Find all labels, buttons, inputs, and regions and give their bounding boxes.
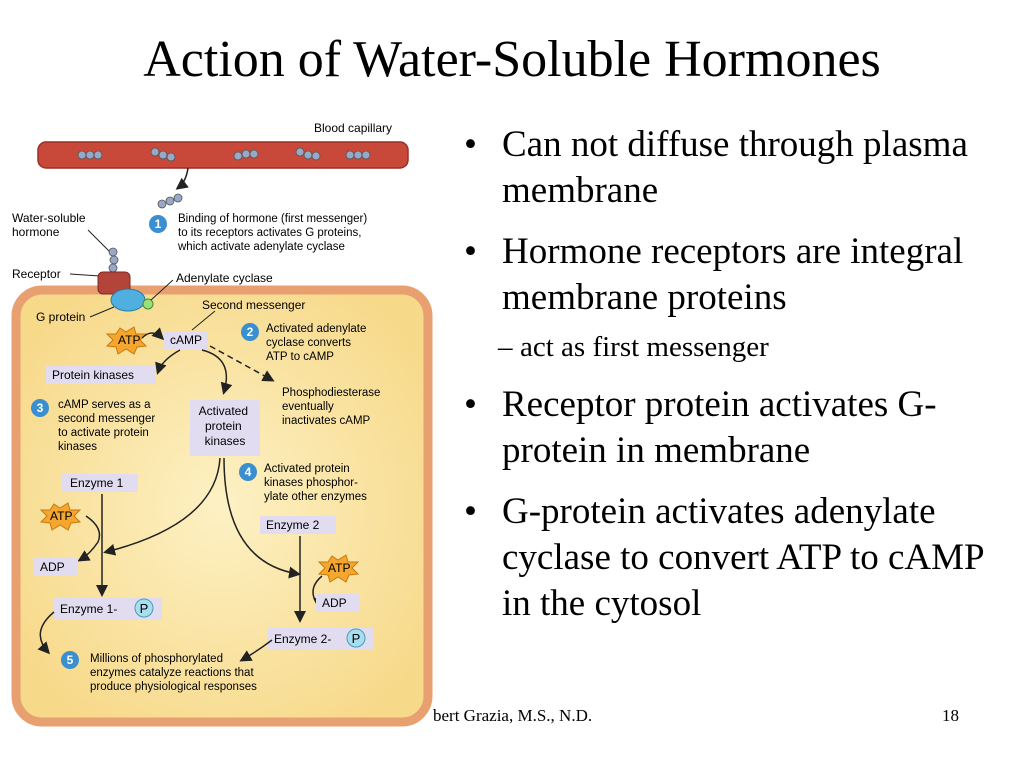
enzyme-1-p-label: Enzyme 1- (60, 602, 117, 616)
adenylate-cyclase-shape (142, 298, 154, 310)
camp-to-activated-arrow (201, 349, 233, 395)
step-4-number: 4 (245, 465, 252, 479)
atp-label-2: ATP (50, 509, 72, 523)
atp-label-3: ATP (328, 561, 350, 575)
phosphate-label-2: P (352, 631, 361, 646)
footer-author: bert Grazia, M.S., N.D. (433, 706, 593, 725)
adenylate-cyclase-label: Adenylate cyclase (176, 271, 273, 285)
second-messenger-label: Second messenger (202, 298, 305, 312)
enzyme-2-label: Enzyme 2 (266, 518, 320, 532)
bullet-item: Receptor protein activates G-protein in … (458, 382, 1018, 474)
activated-kinases-box (190, 400, 260, 456)
receptor-label: Receptor (12, 267, 61, 281)
adp-box-2 (316, 594, 360, 612)
protein-kinases-box (46, 366, 156, 384)
step-1-number: 1 (155, 217, 162, 231)
protein-kinases-label: Protein kinases (52, 368, 134, 382)
step-2-badge (241, 323, 259, 341)
hormone-path-arrow (175, 167, 189, 190)
hormone-action-diagram: Blood capillary 1 Binding of hormone (fi… (11, 121, 433, 727)
atp-burst-2 (39, 502, 82, 531)
enzyme1-to-response-arrow (37, 611, 55, 655)
step-2-text: Activated adenylate cyclase converts ATP… (266, 323, 370, 363)
sub-bullet-item: act as first messenger (458, 330, 1018, 364)
enzyme-1-label: Enzyme 1 (70, 476, 124, 490)
step-5-badge (61, 651, 79, 669)
atp-to-camp-arrow (141, 327, 165, 341)
second-messenger-pointer (191, 310, 216, 331)
phosphate-circle-2 (346, 628, 366, 648)
hormone-pointer-line (87, 229, 111, 253)
adp-box-1 (34, 558, 78, 576)
camp-to-kinases-arrow (155, 349, 181, 375)
enzyme2-to-response-arrow (239, 639, 273, 662)
receptor-pointer-line (69, 273, 101, 277)
camp-label: cAMP (170, 333, 202, 347)
step-3-badge (31, 399, 49, 417)
adp-label-2: ADP (322, 596, 347, 610)
slide-number: 18 (942, 706, 959, 725)
step-3-number: 3 (37, 401, 44, 415)
atp-burst-1 (105, 326, 148, 355)
phosphodiesterase-text: Phosphodiesterase eventually inactivates… (282, 387, 384, 427)
atp-label-1: ATP (118, 333, 140, 347)
bullet-list: Can not diffuse through plasma membrane … (458, 122, 1018, 642)
adp-label-1: ADP (40, 560, 65, 574)
step-2-number: 2 (247, 325, 254, 339)
step-4-text: Activated protein kinases phosphor- ylat… (264, 463, 367, 503)
g-protein-label: G protein (36, 310, 85, 324)
phosphate-label-1: P (140, 601, 149, 616)
bound-hormone (108, 247, 119, 273)
hormone-molecules-in-capillary (77, 147, 371, 162)
enzyme-2-box (260, 516, 336, 534)
enzyme-1-p-box (54, 598, 162, 620)
step-3-text: cAMP serves as a second messenger to act… (58, 399, 158, 453)
activated-kinases-label: Activated protein kinases (199, 404, 252, 448)
g-protein-shape (110, 288, 146, 312)
free-hormone-molecule (157, 193, 183, 209)
blood-capillary-label: Blood capillary (314, 121, 392, 135)
bullet-item: Hormone receptors are integral membrane … (458, 229, 1018, 321)
step-5-text: Millions of phosphorylated enzymes catal… (90, 653, 257, 693)
atp-burst-3 (317, 554, 360, 583)
bullet-item: G-protein activates adenylate cyclase to… (458, 489, 1018, 627)
camp-box (164, 331, 208, 349)
step-5-number: 5 (67, 653, 74, 667)
g-protein-pointer (89, 306, 115, 318)
bullet-item: Can not diffuse through plasma membrane (458, 122, 1018, 214)
step-1-text: Binding of hormone (first messenger) to … (177, 213, 370, 253)
kinases-to-enzyme1-arrow (103, 457, 221, 556)
enzyme-2-p-label: Enzyme 2- (274, 632, 331, 646)
phosphodiesterase-arrow (209, 345, 275, 382)
step-1-badge (149, 215, 167, 233)
water-soluble-hormone-label: Water-soluble hormone (12, 211, 89, 239)
slide-title: Action of Water-Soluble Hormones (143, 31, 881, 88)
phosphate-circle-1 (134, 598, 154, 618)
kinases-to-enzyme2-arrow (223, 457, 301, 579)
blood-capillary (37, 141, 409, 169)
atp-to-adp-arrow-1 (77, 515, 101, 562)
enzyme-1-box (62, 474, 138, 492)
step-4-badge (239, 463, 257, 481)
adenylate-cyclase-pointer (150, 279, 174, 301)
enzyme-2-p-box (268, 628, 374, 650)
